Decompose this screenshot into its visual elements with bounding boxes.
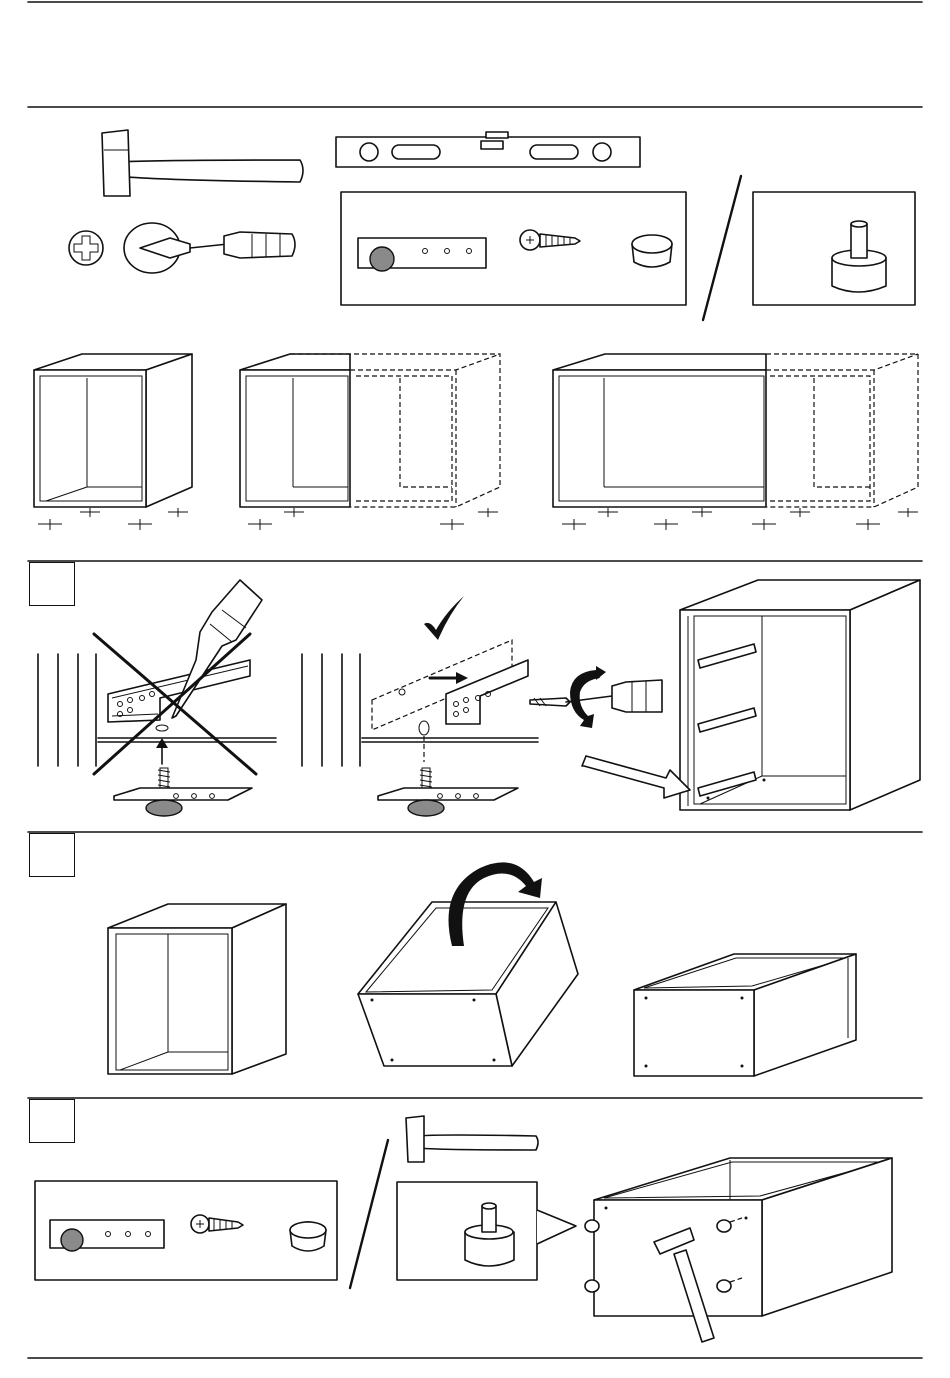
correct-method-illustration bbox=[302, 640, 538, 816]
screw-icon bbox=[520, 230, 580, 250]
or-separator bbox=[703, 176, 741, 320]
screwdriver-icon bbox=[530, 680, 662, 712]
glide-foot-icon bbox=[465, 1203, 514, 1266]
wrong-method-illustration bbox=[38, 580, 276, 816]
hammer-icon bbox=[406, 1116, 538, 1162]
or-separator bbox=[350, 1140, 388, 1288]
callout-pointer bbox=[537, 1210, 576, 1244]
screw-icon bbox=[191, 1215, 243, 1233]
cabinet-triple bbox=[553, 354, 918, 507]
step-1-number bbox=[29, 562, 75, 606]
pointer-arrow bbox=[582, 756, 690, 798]
cabinet-upside-down bbox=[634, 954, 856, 1076]
glide-foot-icon bbox=[832, 221, 886, 292]
cabinet-double bbox=[240, 354, 500, 507]
adjustable-foot-plate-icon bbox=[358, 238, 486, 271]
feet-markers bbox=[38, 508, 918, 530]
adjustable-foot-plate-icon bbox=[50, 1220, 164, 1251]
cabinet-bottom-up bbox=[585, 1158, 892, 1316]
hammer-icon bbox=[102, 130, 303, 196]
cabinet-with-rails bbox=[680, 580, 920, 810]
glide-box bbox=[753, 192, 915, 305]
step-2-number bbox=[29, 833, 75, 877]
cabinet-tilting bbox=[358, 902, 578, 1066]
phillips-head-icon bbox=[69, 231, 103, 265]
cabinet-upright bbox=[108, 904, 286, 1074]
cabinet-single bbox=[34, 354, 192, 507]
cap-icon bbox=[290, 1222, 326, 1251]
spirit-level-icon bbox=[336, 132, 640, 167]
step-3-number bbox=[29, 1099, 75, 1143]
cap-icon bbox=[632, 235, 672, 267]
check-icon bbox=[424, 596, 464, 640]
screwdriver-icon bbox=[124, 223, 295, 273]
